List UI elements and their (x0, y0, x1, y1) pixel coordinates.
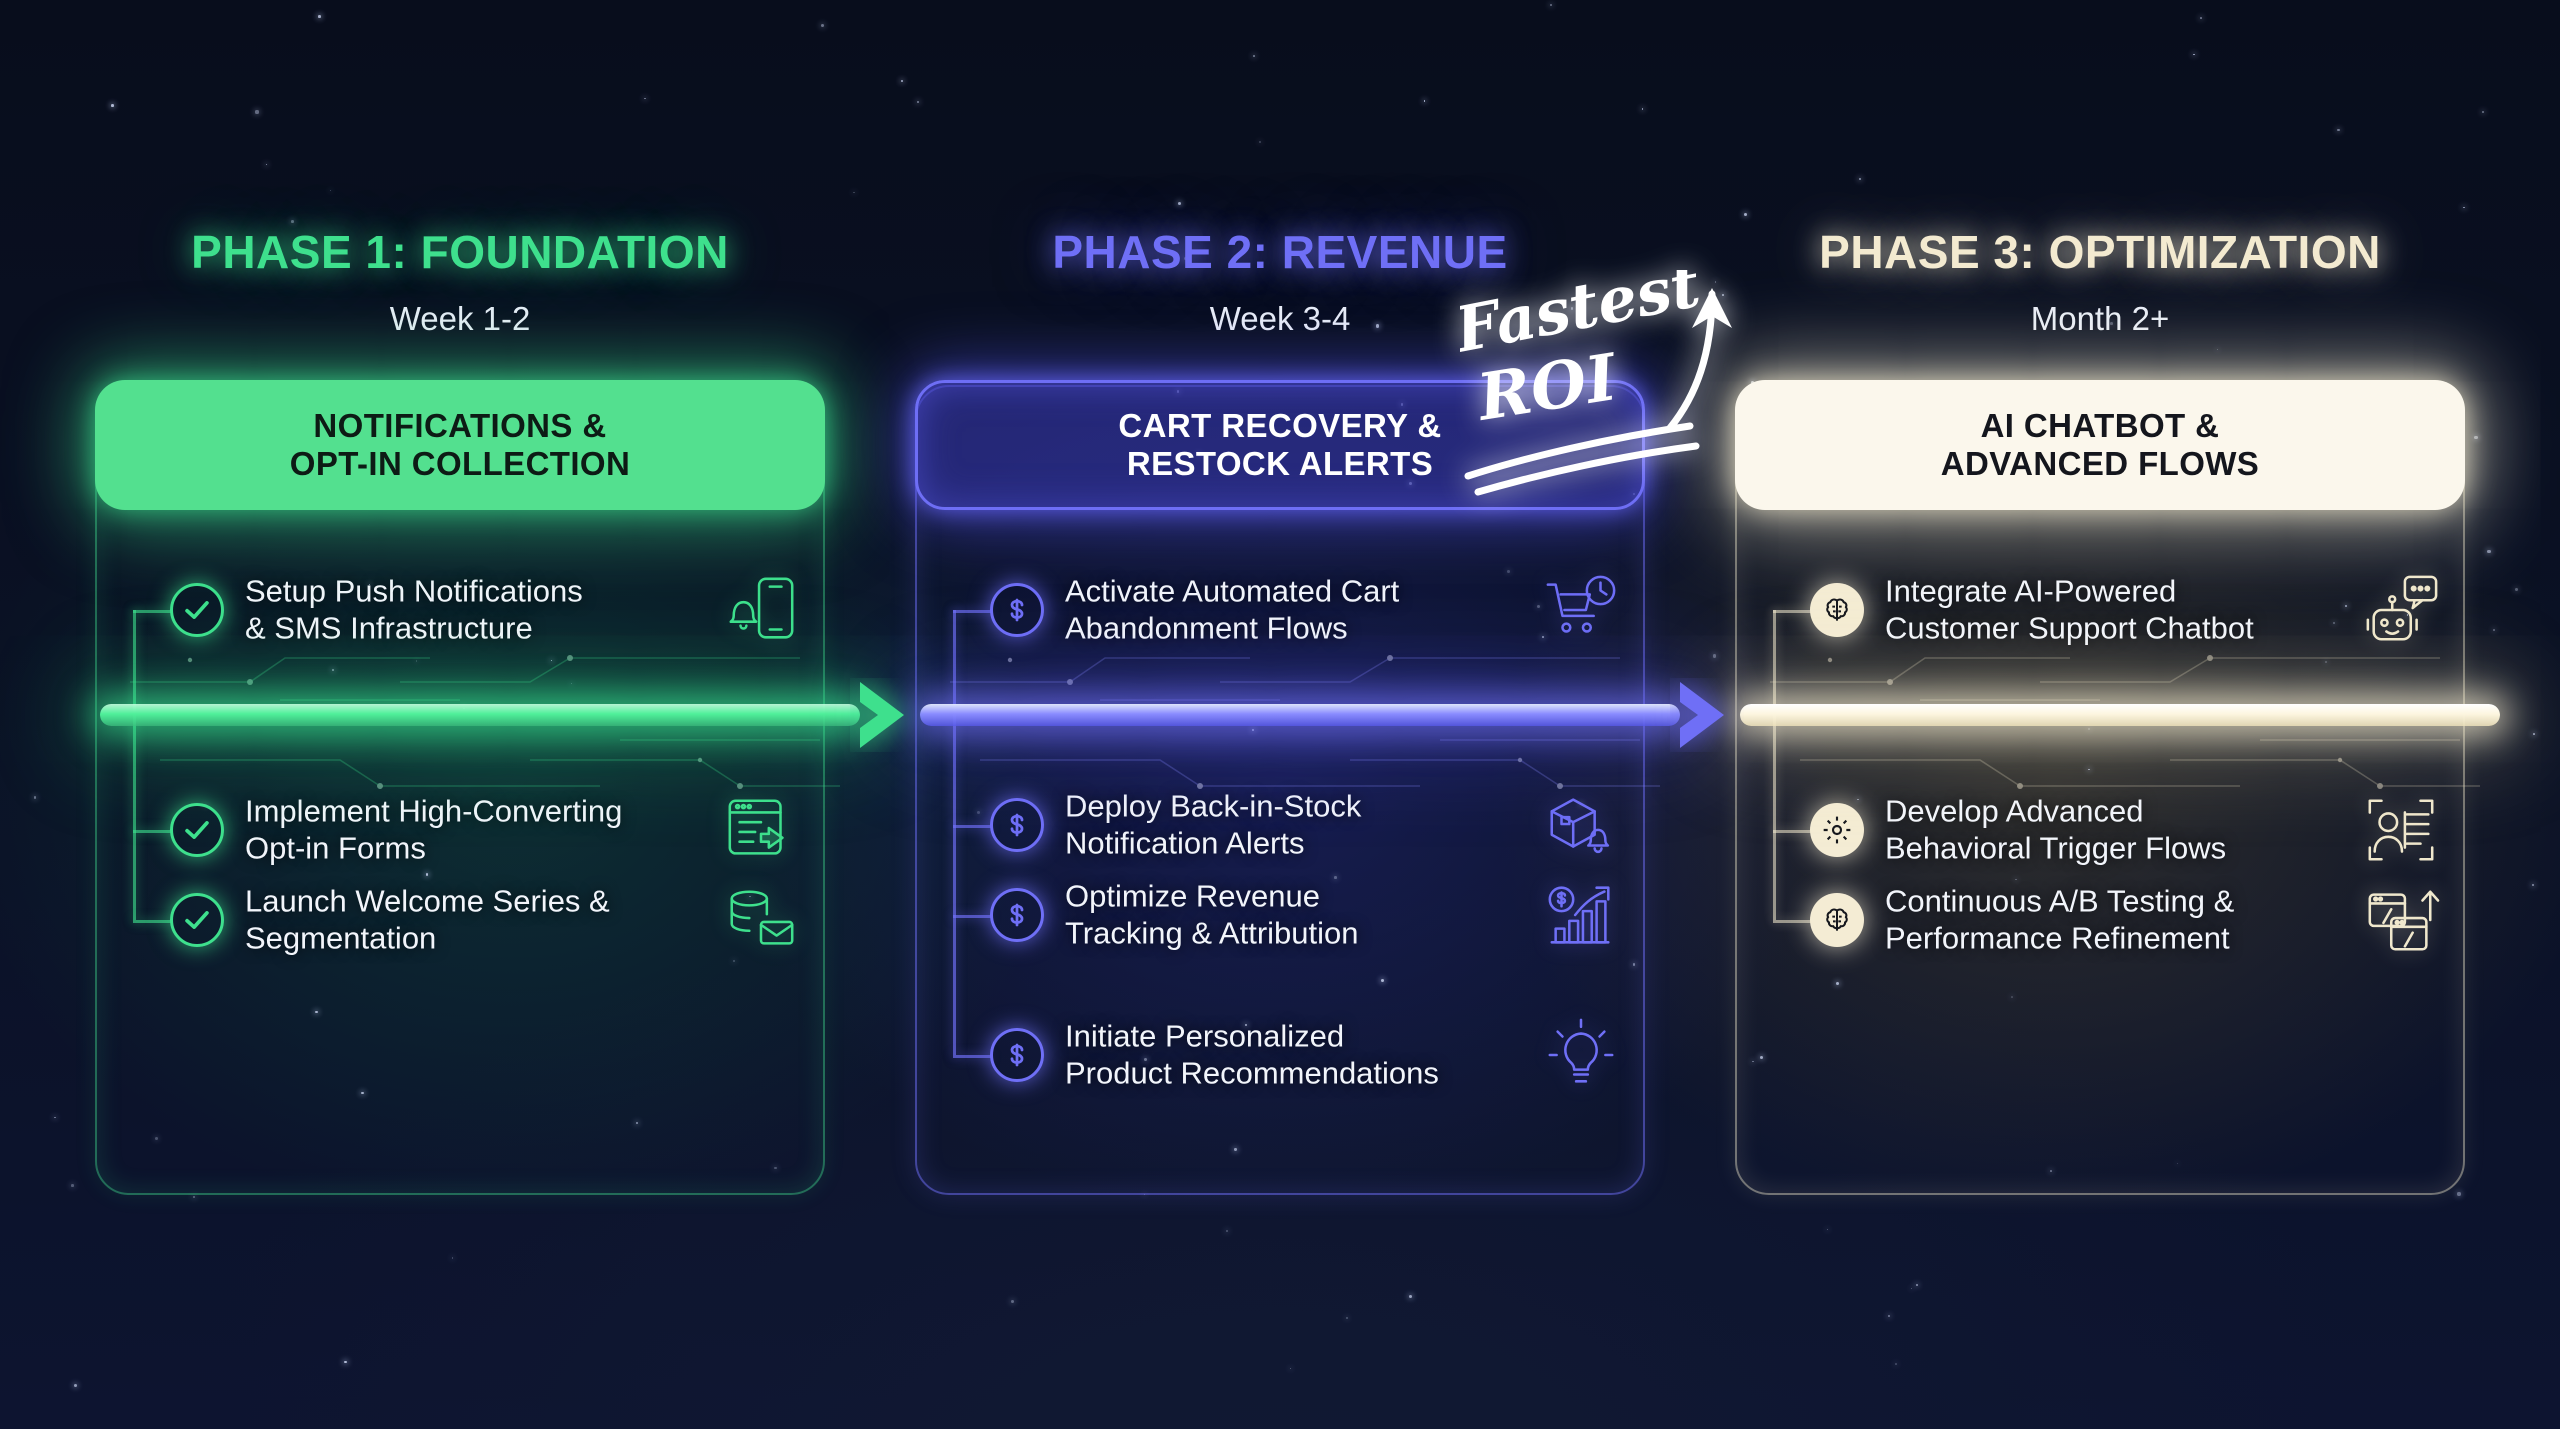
phase-item[interactable]: Implement High-Converting Opt-in Forms (95, 775, 825, 885)
user-scan-icon (2361, 790, 2441, 870)
phase-column-2: PHASE 2: REVENUE Week 3-4 CART RECOVERY … (880, 0, 1680, 1429)
phase-item-label: Implement High-Converting Opt-in Forms (245, 793, 623, 865)
chatbot-icon (2361, 570, 2441, 650)
dollar-circle-icon (990, 888, 1044, 942)
dollar-circle-icon (990, 1028, 1044, 1082)
check-circle-icon (170, 583, 224, 637)
phase-item-label: Launch Welcome Series & Segmentation (245, 883, 610, 955)
dollar-circle-icon (990, 798, 1044, 852)
rail-branch (133, 830, 171, 833)
rail-branch (953, 1055, 991, 1058)
phase-title-2: PHASE 2: REVENUE (1052, 226, 1508, 278)
rail-branch (953, 915, 991, 918)
ab-test-icon (2361, 880, 2441, 960)
revenue-chart-icon (1541, 875, 1621, 955)
phase-item[interactable]: Activate Automated Cart Abandonment Flow… (915, 555, 1645, 665)
phase-item[interactable]: Launch Welcome Series & Segmentation (95, 865, 825, 975)
dollar-circle-icon (990, 583, 1044, 637)
phase-item-label: Deploy Back-in-Stock Notification Alerts (1065, 788, 1362, 860)
phase-item-label: Integrate AI-Powered Customer Support Ch… (1885, 573, 2254, 645)
phase-item[interactable]: Integrate AI-Powered Customer Support Ch… (1735, 555, 2465, 665)
phase-item-label: Continuous A/B Testing & Performance Ref… (1885, 883, 2235, 955)
phase-subtitle-1: Week 1-2 (389, 300, 531, 337)
phase-item-label: Initiate Personalized Product Recommenda… (1065, 1018, 1439, 1090)
phase-subtitle-2: Week 3-4 (1209, 300, 1351, 337)
brain-circle-icon (1810, 583, 1864, 637)
phase-item[interactable]: Deploy Back-in-Stock Notification Alerts (915, 770, 1645, 880)
box-bell-icon (1541, 785, 1621, 865)
item-connector-rail (1773, 610, 1811, 923)
phase-item[interactable]: Setup Push Notifications & SMS Infrastru… (95, 555, 825, 665)
rail-branch (953, 825, 991, 828)
phase-item[interactable]: Continuous A/B Testing & Performance Ref… (1735, 865, 2465, 975)
phase-item-label: Activate Automated Cart Abandonment Flow… (1065, 573, 1400, 645)
rail-branch (1773, 610, 1811, 613)
phase-item-label: Develop Advanced Behavioral Trigger Flow… (1885, 793, 2227, 865)
phase-title-1: PHASE 1: FOUNDATION (191, 226, 729, 278)
phase-item-label: Optimize Revenue Tracking & Attribution (1065, 878, 1359, 950)
database-mail-icon (721, 880, 801, 960)
check-circle-icon (170, 893, 224, 947)
bell-phone-icon (721, 570, 801, 650)
phase-chip-1[interactable]: NOTIFICATIONS & OPT-IN COLLECTION (95, 380, 825, 510)
rail-branch (1773, 920, 1811, 923)
rail-branch (133, 610, 171, 613)
brain-circle-icon (1810, 893, 1864, 947)
rail-branch (953, 610, 991, 613)
check-circle-icon (170, 803, 224, 857)
rail-vertical (953, 610, 956, 1055)
phase-subtitle-3: Month 2+ (2030, 300, 2170, 337)
phase-item[interactable]: Optimize Revenue Tracking & Attribution (915, 860, 1645, 970)
cart-clock-icon (1541, 570, 1621, 650)
phase-item[interactable]: Develop Advanced Behavioral Trigger Flow… (1735, 775, 2465, 885)
phase-title-3: PHASE 3: OPTIMIZATION (1819, 226, 2381, 278)
phase-column-1: PHASE 1: FOUNDATION Week 1-2 NOTIFICATIO… (60, 0, 860, 1429)
gear-circle-icon (1810, 803, 1864, 857)
item-connector-rail (953, 610, 991, 1058)
rail-branch (133, 920, 171, 923)
phase-item[interactable]: Initiate Personalized Product Recommenda… (915, 1000, 1645, 1110)
rail-vertical (133, 610, 136, 920)
phase-chip-3[interactable]: AI CHATBOT & ADVANCED FLOWS (1735, 380, 2465, 510)
up-arrow-handdrawn-icon (1666, 288, 1732, 432)
roi-underline (1464, 422, 1700, 496)
phase-chip-2[interactable]: CART RECOVERY & RESTOCK ALERTS (915, 380, 1645, 510)
phase-column-3: PHASE 3: OPTIMIZATION Month 2+ AI CHATBO… (1700, 0, 2500, 1429)
rail-vertical (1773, 610, 1776, 920)
lightbulb-icon (1541, 1015, 1621, 1095)
form-submit-icon (721, 790, 801, 870)
rail-branch (1773, 830, 1811, 833)
fastest-roi-annotation: Fastest ROI (1447, 248, 1760, 510)
phase-item-label: Setup Push Notifications & SMS Infrastru… (245, 573, 583, 645)
item-connector-rail (133, 610, 171, 923)
